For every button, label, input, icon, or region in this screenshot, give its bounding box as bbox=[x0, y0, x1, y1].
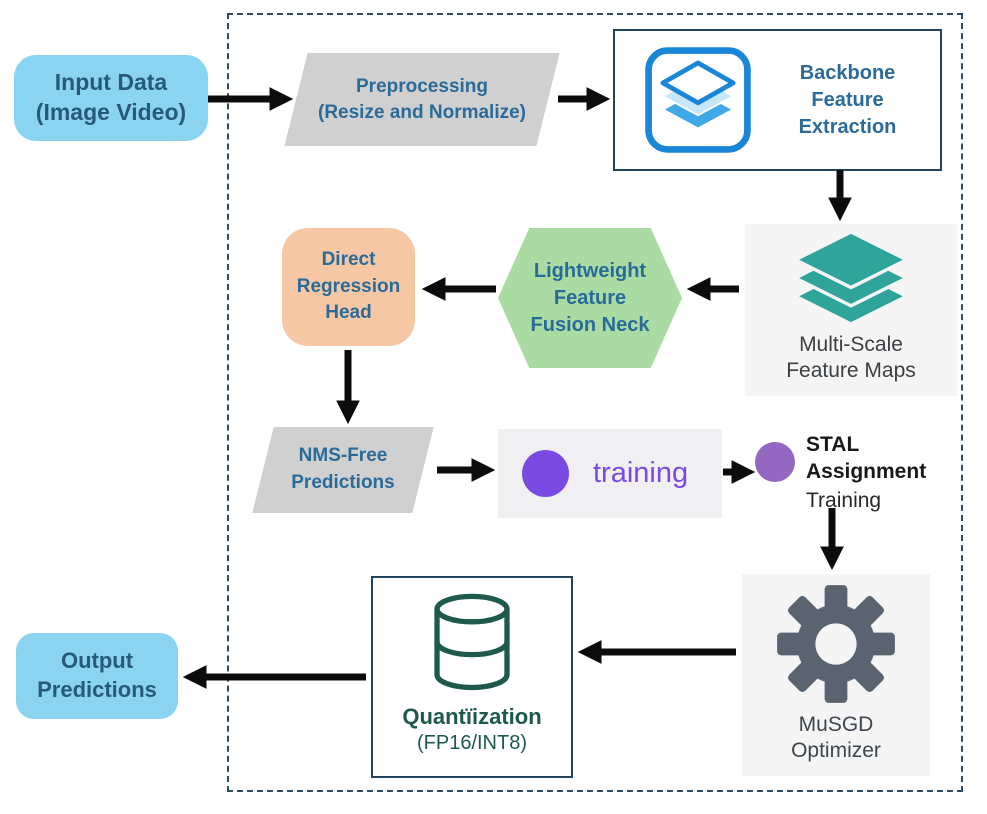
multiscale-label: Multi-Scale Feature Maps bbox=[786, 333, 916, 383]
regression-head-label: Direct Regression Head bbox=[296, 249, 401, 324]
purple-circle-icon bbox=[522, 450, 569, 497]
pipeline-frame bbox=[227, 13, 963, 792]
training-node: training bbox=[498, 429, 722, 518]
stal-title: STAL Assignment bbox=[806, 433, 927, 484]
gear-icon bbox=[774, 582, 898, 706]
fusion-neck-node: Lightweight Feature Fusion Neck bbox=[498, 228, 682, 368]
preprocessing-label: Preprocessing (Resize and Normalize) bbox=[318, 75, 526, 123]
fusion-neck-label: Lightweight Feature Fusion Neck bbox=[530, 259, 650, 336]
musgd-node: MuSGD Optimizer bbox=[742, 574, 930, 776]
blue-layers-icon bbox=[641, 43, 755, 157]
quantization-node: Quantïization (FP16/INT8) bbox=[371, 576, 573, 778]
musgd-label: MuSGD Optimizer bbox=[791, 713, 881, 763]
input-data-node: Input Data (Image Video) bbox=[14, 55, 208, 141]
output-predictions-node: Output Predictions bbox=[16, 633, 178, 719]
backbone-node: Backbone Feature Extraction bbox=[613, 29, 942, 171]
output-predictions-label: Output Predictions bbox=[37, 648, 157, 702]
quantization-title: Quantïization bbox=[402, 704, 542, 729]
teal-layers-icon bbox=[792, 230, 910, 326]
backbone-label: Backbone Feature Extraction bbox=[798, 61, 897, 138]
regression-head-node: Direct Regression Head bbox=[282, 228, 415, 346]
preprocessing-node: Preprocessing (Resize and Normalize) bbox=[284, 53, 560, 146]
small-purple-circle-icon bbox=[755, 442, 795, 482]
stal-subtitle: Training bbox=[806, 489, 882, 512]
database-icon bbox=[419, 590, 525, 696]
nms-predictions-node: NMS-Free Predictions bbox=[252, 427, 434, 513]
multiscale-node: Multi-Scale Feature Maps bbox=[745, 224, 957, 396]
training-label: training bbox=[593, 457, 689, 489]
nms-predictions-label: NMS-Free Predictions bbox=[291, 445, 395, 493]
quantization-subtitle: (FP16/INT8) bbox=[416, 732, 528, 754]
input-data-label: Input Data (Image Video) bbox=[35, 69, 187, 125]
